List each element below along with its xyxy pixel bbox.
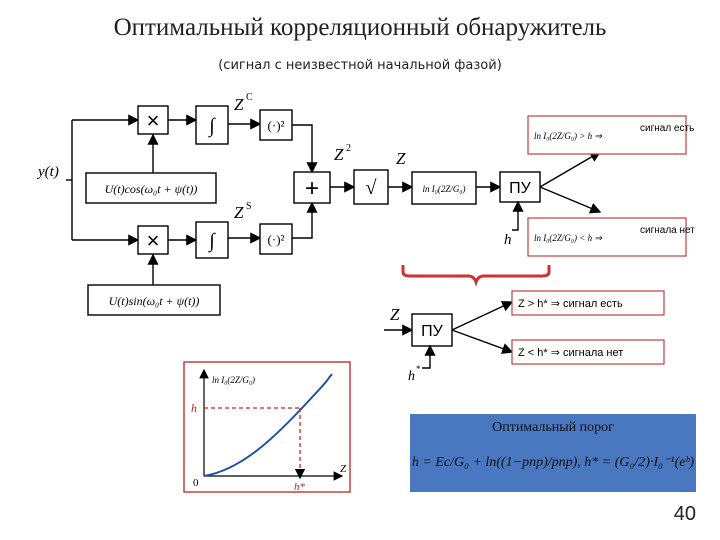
graph-h-label: h: [191, 401, 197, 415]
decision-unit-label: ПУ: [509, 180, 532, 197]
reference-sin-box: [87, 284, 221, 316]
hstar-sup: *: [416, 364, 421, 374]
zc-sup: C: [246, 92, 253, 103]
page-number: 40: [673, 503, 696, 525]
multiplier-cos-symbol: ×: [147, 108, 160, 133]
z2-label: Z: [334, 145, 344, 164]
rule-absent-formula: ln I₀(2Z/G₀) < h ⇒: [534, 233, 602, 243]
graph-curve: [203, 373, 333, 477]
rule-yes-box: [511, 290, 665, 316]
square-sin: [259, 223, 293, 255]
graph-origin: 0: [193, 477, 199, 489]
zs-label: Z: [234, 203, 244, 222]
adder: [293, 171, 331, 204]
zs-sup: S: [246, 201, 252, 212]
integrator-cos: [195, 105, 229, 145]
square-sin-label: (·)²: [268, 232, 285, 247]
rule-absent-text: сигнала нет: [640, 225, 695, 236]
input-label: y(t): [36, 164, 59, 180]
rule-no-box: [511, 339, 665, 365]
multiplier-sin: [137, 225, 169, 255]
slide-title: Оптимальный корреляционный обнаружитель: [113, 14, 607, 41]
decision-unit-lower: [411, 313, 453, 347]
zc-label: Z: [234, 95, 244, 114]
reference-cos-label: U(t)cos(ω₀t + ψ(t)): [105, 182, 198, 196]
sqrt-symbol: √: [366, 177, 377, 199]
log-bessel-formula: ln I₀(2Z/G₀): [422, 184, 465, 194]
rule-present-formula: ln I₀(2Z/G₀) > h ⇒: [534, 131, 602, 141]
rule-no-text: Z < h* ⇒ сигнала нет: [518, 347, 623, 359]
rule-signal-absent: [527, 217, 687, 257]
reference-sin-label: U(t)sin(ω₀t + ψ(t)): [109, 294, 200, 308]
threshold-graph: [183, 361, 351, 493]
sqrt-block: [353, 169, 389, 205]
input-wiring: [66, 114, 140, 246]
reference-cos-box: [85, 172, 217, 204]
optimal-threshold-box: [410, 414, 696, 492]
optimal-threshold-formula: h = Eс/G₀ + ln((1−pпр)/pпр), h* = (G₀/2)…: [412, 455, 695, 470]
adder-symbol: +: [305, 175, 319, 202]
integrator-sin: [195, 221, 229, 259]
z-lower-label: Z: [390, 305, 400, 324]
integral-symbol: ∫: [207, 115, 216, 138]
optimal-threshold-title: Оптимальный порог: [492, 420, 614, 435]
square-cos-label: (·)²: [268, 118, 285, 133]
red-brace: [401, 265, 551, 287]
rule-present-text: сигнал есть: [640, 123, 694, 134]
multiplier-sin-symbol: ×: [147, 228, 160, 253]
z-label: Z: [396, 149, 406, 168]
integral-symbol-2: ∫: [207, 230, 216, 253]
graph-xlabel: Z: [340, 463, 347, 475]
graph-hstar-label: h*: [294, 481, 306, 493]
rule-yes-text: Z > h* ⇒ сигнал есть: [518, 298, 623, 310]
log-bessel-block: [411, 171, 477, 205]
hstar-label: h: [408, 369, 415, 384]
graph-ylabel: ln I₀(2Z/G₀): [212, 375, 255, 385]
slide-subtitle: (сигнал с неизвестной начальной фазой): [218, 58, 502, 73]
z2-sup: 2: [346, 143, 351, 154]
threshold-label: h: [504, 232, 512, 248]
rule-signal-present: [527, 115, 687, 155]
decision-unit-lower-label: ПУ: [421, 323, 444, 340]
